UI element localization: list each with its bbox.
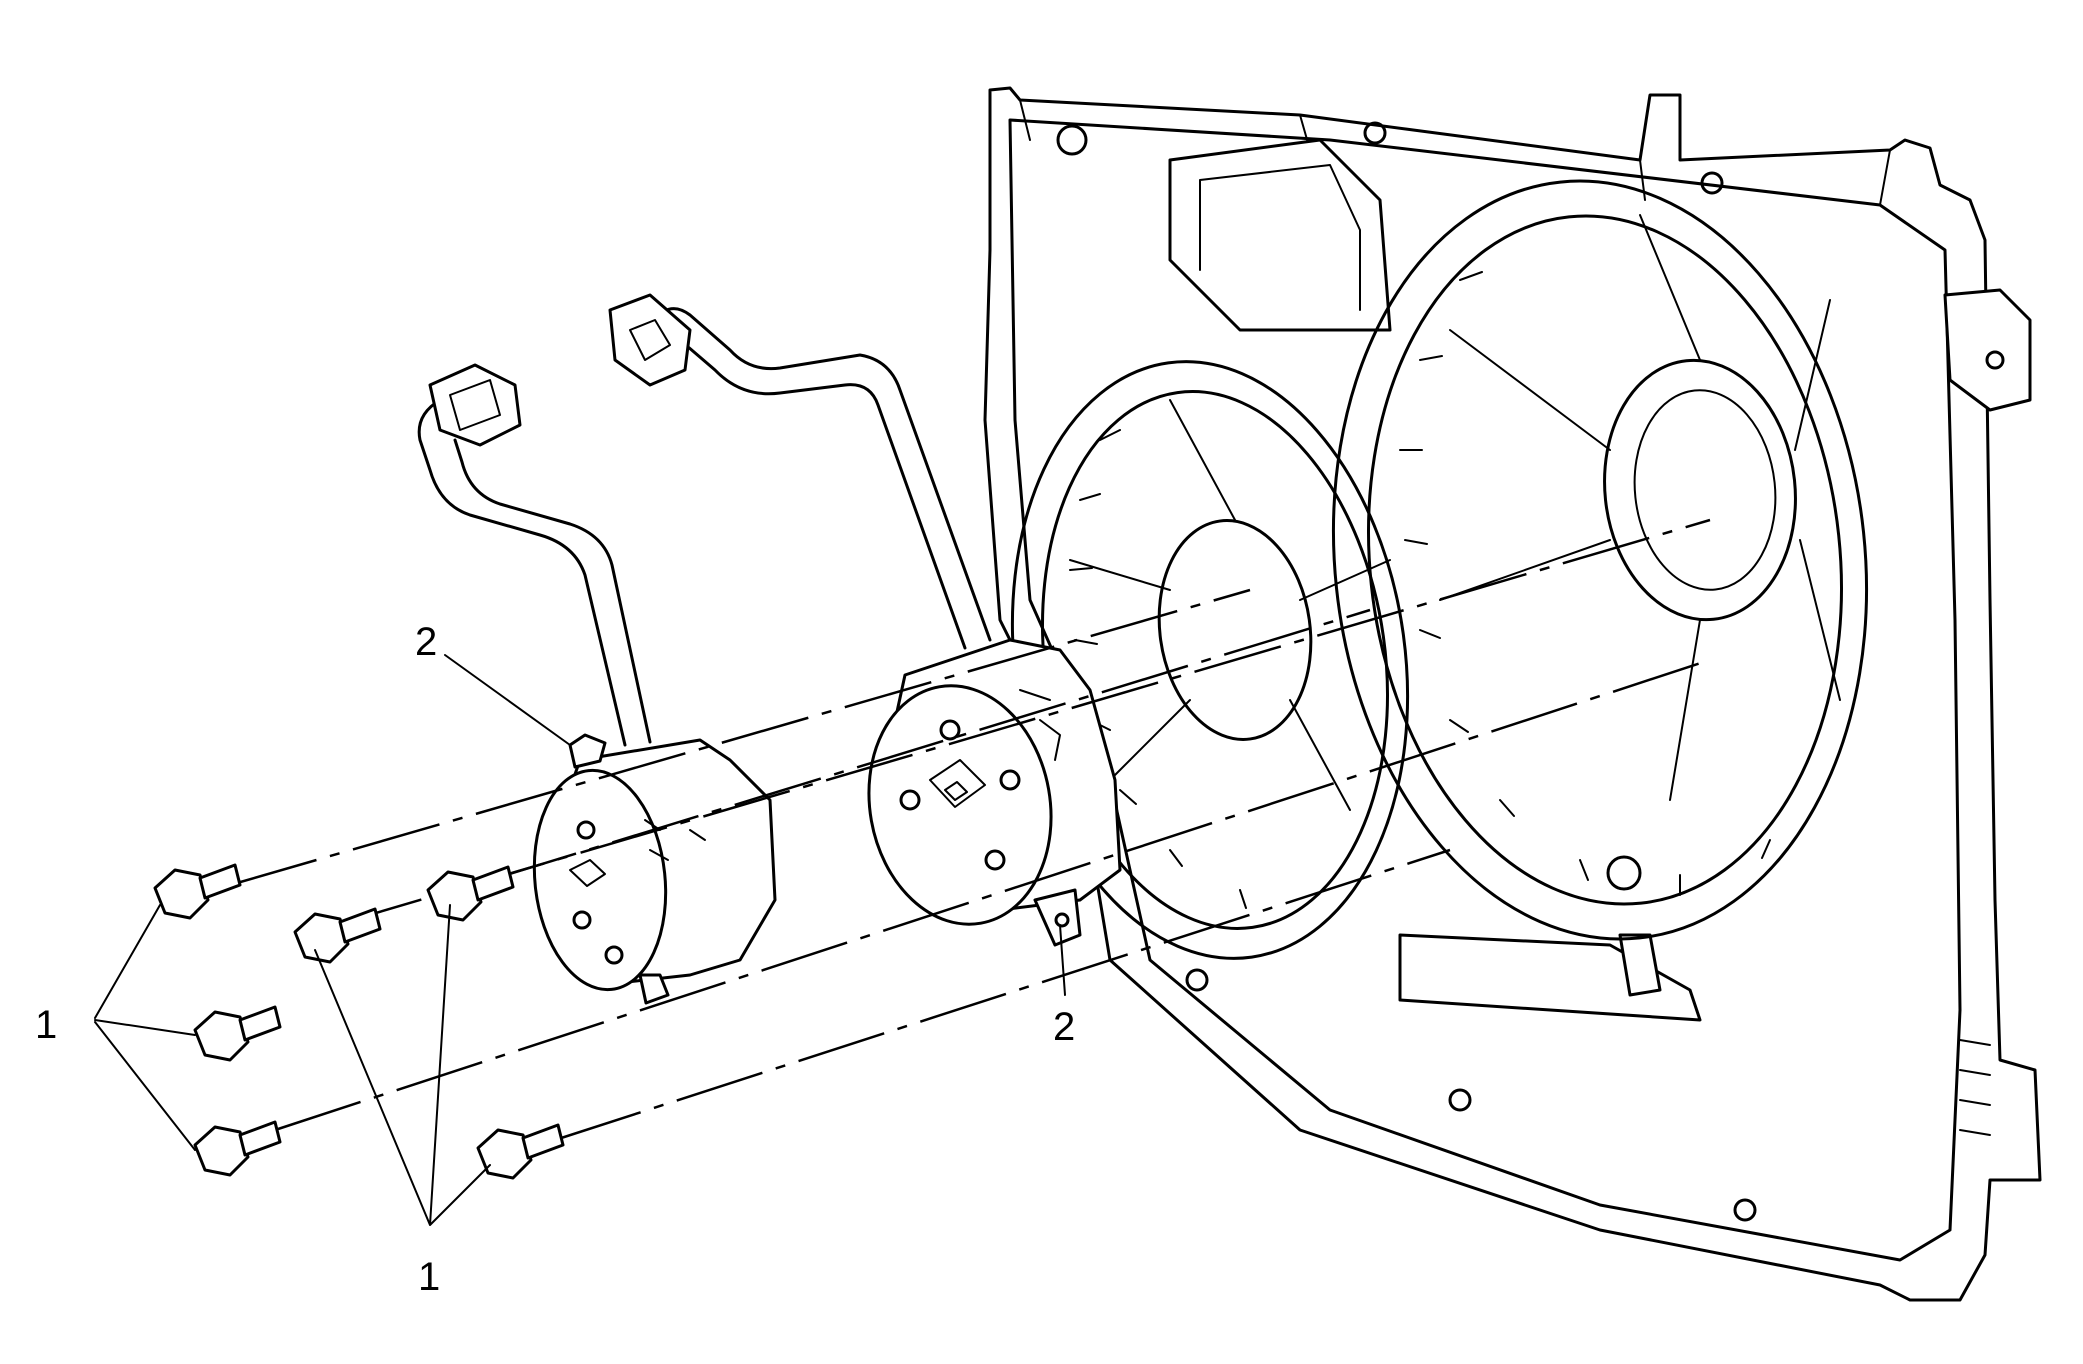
shroud-outline: [983, 86, 2042, 1302]
mount-hole: [1606, 855, 1642, 891]
callout-center-motor: 2: [1053, 1005, 1075, 1049]
center-motor-connector: [608, 293, 692, 387]
leader-left-motor: [444, 654, 571, 746]
center-motor-face-hole: [939, 719, 961, 741]
center-motor-face: [867, 684, 1053, 926]
right-fan-ring-teeth: [1399, 271, 1771, 896]
shroud-flange-lines: [1019, 99, 1891, 206]
center-motor-body-detail: [1019, 689, 1061, 761]
callouts: 1 1 2 2: [35, 620, 1075, 1299]
left-motor-face: [532, 768, 668, 992]
shroud-inner-rim: [1008, 118, 1962, 1262]
leader-center-motor: [1059, 924, 1066, 996]
leader-lines: [94, 654, 1066, 1226]
right-fan-hub-inner: [1633, 389, 1777, 591]
shroud-upper-box: [1168, 138, 1392, 332]
mount-hole: [1733, 1198, 1757, 1222]
bolt: [426, 865, 515, 922]
left-motor-connector: [428, 363, 522, 447]
mount-hole: [1056, 124, 1088, 156]
center-motor-connector-detail: [629, 319, 671, 361]
center-motor-ear-hole: [1054, 912, 1070, 928]
bolt: [193, 1005, 282, 1062]
callout-bolt-group-left: 1: [35, 1003, 57, 1047]
bracket-hole: [1985, 350, 2005, 370]
callout-left-motor: 2: [415, 620, 437, 664]
right-fan-ring-inner: [1367, 214, 1843, 906]
mount-hole: [1363, 121, 1387, 145]
center-motor-shaft: [929, 759, 986, 808]
shroud-upper-box-detail: [1199, 164, 1361, 311]
center-motor-face-hole: [899, 789, 921, 811]
alignment-line: [554, 848, 1451, 1142]
center-motor-harness-edge: [678, 338, 967, 650]
right-fan-spokes: [1439, 214, 1841, 801]
left-motor-mount-ear: [568, 733, 607, 769]
shroud-right-bracket: [1943, 288, 2032, 412]
left-motor-shaft: [569, 859, 606, 887]
alignment-lines: [229, 518, 1711, 1142]
bolt: [193, 1120, 282, 1177]
right-fan-opening: [1331, 179, 1869, 941]
bolt: [476, 1123, 565, 1180]
alignment-line: [274, 658, 1711, 1132]
bolt: [293, 907, 382, 964]
shroud-connector: [1618, 933, 1662, 997]
left-motor-face-hole: [572, 910, 592, 930]
mount-hole: [1448, 1088, 1472, 1112]
right-fan-ring-outer: [1331, 179, 1869, 941]
left-motor-connector-detail: [449, 379, 501, 431]
shroud-vent-slots: [1959, 1039, 1991, 1136]
left-motor-harness-edge: [453, 438, 652, 744]
callout-bolt-group-bottom: 1: [418, 1255, 440, 1299]
mount-hole: [1700, 171, 1724, 195]
left-fan-hub-ring: [1157, 519, 1313, 741]
left-motor-mount-ear-bottom: [638, 973, 670, 1005]
right-fan-hub-ring: [1603, 358, 1797, 622]
left-fan-spokes: [1069, 399, 1391, 811]
mount-hole: [1185, 968, 1209, 992]
left-fan-motor: [417, 363, 777, 1005]
bolt: [153, 863, 242, 920]
left-motor-face-hole: [604, 945, 624, 965]
left-motor-face-hole: [576, 820, 596, 840]
fan-shroud: [983, 86, 2042, 1302]
leader-bolt-group-left: [94, 904, 196, 1151]
center-motor-face-hole: [999, 769, 1021, 791]
leader-bolt-group-bottom: [314, 904, 491, 1226]
bolts: [153, 863, 565, 1180]
center-motor-harness: [653, 307, 992, 642]
center-motor-face-hole: [984, 849, 1006, 871]
alignment-line: [489, 608, 1371, 882]
left-motor-harness: [417, 398, 627, 747]
alignment-line: [229, 588, 1251, 887]
center-fan-motor: [608, 293, 1122, 947]
